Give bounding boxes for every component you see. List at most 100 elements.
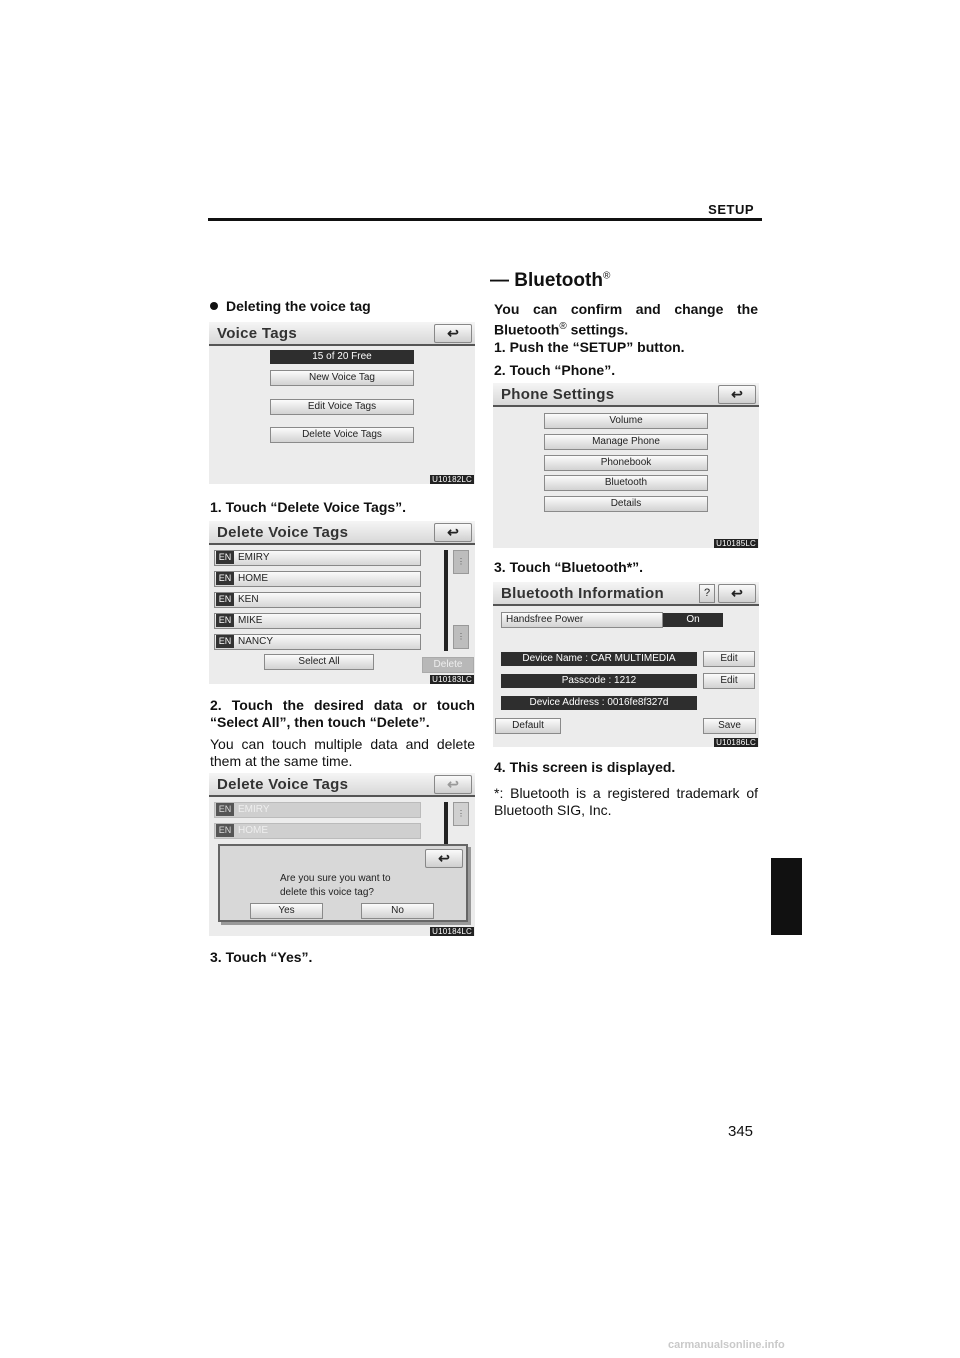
right-intro: You can confirm and change the Bluetooth…: [494, 301, 758, 339]
scroll-up-icon[interactable]: ⋮: [453, 550, 469, 574]
manage-phone-button[interactable]: Manage Phone: [544, 434, 708, 450]
screen-title-bar: Voice Tags ↩: [209, 322, 475, 346]
screen-title: Voice Tags: [217, 325, 297, 342]
volume-button[interactable]: Volume: [544, 413, 708, 429]
lang-badge: EN: [216, 824, 234, 837]
bullet-heading-text: Deleting the voice tag: [226, 298, 371, 314]
lang-badge: EN: [216, 593, 234, 606]
figure-code: U10184LC: [430, 927, 474, 936]
left-step-2: 2. Touch the desired data or touch “Sele…: [210, 697, 475, 730]
bluetooth-button[interactable]: Bluetooth: [544, 475, 708, 491]
scroll-up-icon: ⋮: [453, 802, 469, 826]
list-item: EN EMIRY: [214, 802, 421, 818]
back-arrow-icon[interactable]: ↩: [718, 385, 756, 404]
voice-tags-screen: Voice Tags ↩ 15 of 20 Free New Voice Tag…: [209, 322, 475, 484]
phone-settings-screen: Phone Settings ↩ Volume Manage Phone Pho…: [493, 383, 759, 548]
edit-device-name-button[interactable]: Edit: [703, 651, 755, 667]
header-rule: [208, 218, 762, 221]
dialog-message: Are you sure you want to delete this voi…: [280, 872, 391, 900]
item-label: HOME: [238, 573, 268, 584]
figure-code: U10182LC: [430, 475, 474, 484]
item-label: MIKE: [238, 615, 263, 626]
item-label: NANCY: [238, 636, 274, 647]
intro-text-a: You can confirm and change the Bluetooth: [494, 301, 758, 338]
scrollbar[interactable]: [444, 550, 448, 651]
confirm-dialog: ↩ Are you sure you want to delete this v…: [218, 844, 468, 922]
bullet-dot-icon: [210, 302, 218, 310]
select-all-button[interactable]: Select All: [264, 654, 374, 670]
page-number: 345: [728, 1123, 754, 1140]
left-step-1: 1. Touch “Delete Voice Tags”.: [210, 499, 407, 515]
list-item[interactable]: EN EMIRY: [214, 550, 421, 566]
figure-code: U10186LC: [714, 738, 758, 747]
back-arrow-icon[interactable]: ↩: [434, 775, 472, 794]
help-icon[interactable]: ?: [699, 584, 715, 603]
watermark: carmanualsonline.info: [668, 1339, 785, 1351]
section-title: — Bluetooth®: [490, 270, 610, 292]
back-arrow-icon[interactable]: ↩: [718, 584, 756, 603]
lang-badge: EN: [216, 635, 234, 648]
phonebook-button[interactable]: Phonebook: [544, 455, 708, 471]
delete-voice-tags-button[interactable]: Delete Voice Tags: [270, 427, 414, 443]
back-arrow-icon[interactable]: ↩: [425, 849, 463, 868]
delete-voice-tags-screen: Delete Voice Tags ↩ EN EMIRY EN HOME EN KEN…: [209, 521, 475, 684]
list-item[interactable]: EN KEN: [214, 592, 421, 608]
header-section-label: SETUP: [708, 202, 754, 217]
item-label: KEN: [238, 594, 259, 605]
right-step-3: 3. Touch “Bluetooth*”.: [494, 559, 644, 575]
screen-title: Bluetooth Information: [501, 585, 664, 602]
edit-voice-tags-button[interactable]: Edit Voice Tags: [270, 399, 414, 415]
bullet-heading: Deleting the voice tag: [210, 298, 371, 314]
figure-code: U10185LC: [714, 539, 758, 548]
right-step-4: 4. This screen is displayed.: [494, 759, 676, 775]
lang-badge: EN: [216, 614, 234, 627]
delete-button[interactable]: Delete: [422, 657, 474, 673]
lang-badge: EN: [216, 551, 234, 564]
handsfree-power-label: Handsfree Power: [501, 612, 663, 628]
footnote: *: Bluetooth is a registered trademark o…: [494, 785, 758, 818]
passcode-field: Passcode : 1212: [501, 674, 697, 688]
handsfree-power-toggle[interactable]: On: [663, 613, 723, 627]
no-button[interactable]: No: [361, 903, 434, 919]
scrollbar: [444, 802, 448, 850]
intro-text-b: settings.: [566, 321, 629, 338]
registered-mark: ®: [602, 270, 611, 282]
chapter-tab: [771, 858, 802, 935]
screen-title: Delete Voice Tags: [217, 776, 349, 793]
screen-title: Phone Settings: [501, 386, 615, 403]
section-title-text: — Bluetooth: [490, 270, 603, 291]
lang-badge: EN: [216, 803, 234, 816]
screen-title-bar: Phone Settings ↩: [493, 383, 759, 407]
device-address-field: Device Address : 0016fe8f327d: [501, 696, 697, 710]
yes-button[interactable]: Yes: [250, 903, 323, 919]
default-button[interactable]: Default: [495, 718, 561, 734]
back-arrow-icon[interactable]: ↩: [434, 523, 472, 542]
dialog-line-1: Are you sure you want to: [280, 873, 391, 884]
free-counter: 15 of 20 Free: [270, 350, 414, 364]
screen-title-bar: Delete Voice Tags ↩: [209, 521, 475, 545]
left-step-3: 3. Touch “Yes”.: [210, 949, 313, 965]
right-step-1: 1. Push the “SETUP” button.: [494, 339, 685, 355]
new-voice-tag-button[interactable]: New Voice Tag: [270, 370, 414, 386]
item-label: EMIRY: [238, 552, 270, 563]
screen-title-bar: Delete Voice Tags ↩: [209, 773, 475, 797]
list-item[interactable]: EN HOME: [214, 571, 421, 587]
registered-mark: ®: [559, 321, 567, 332]
list-item[interactable]: EN NANCY: [214, 634, 421, 650]
item-label: EMIRY: [238, 804, 270, 815]
details-button[interactable]: Details: [544, 496, 708, 512]
list-item[interactable]: EN MIKE: [214, 613, 421, 629]
dialog-line-2: delete this voice tag?: [280, 887, 374, 898]
left-note: You can touch multiple data and delete t…: [210, 736, 475, 769]
bluetooth-info-screen: Bluetooth Information ? ↩ Handsfree Powe…: [493, 582, 759, 747]
edit-passcode-button[interactable]: Edit: [703, 673, 755, 689]
save-button[interactable]: Save: [703, 718, 756, 734]
device-name-field: Device Name : CAR MULTIMEDIA: [501, 652, 697, 666]
figure-code: U10183LC: [430, 675, 474, 684]
scroll-down-icon[interactable]: ⋮: [453, 625, 469, 649]
screen-title: Delete Voice Tags: [217, 524, 349, 541]
lang-badge: EN: [216, 572, 234, 585]
back-arrow-icon[interactable]: ↩: [434, 324, 472, 343]
